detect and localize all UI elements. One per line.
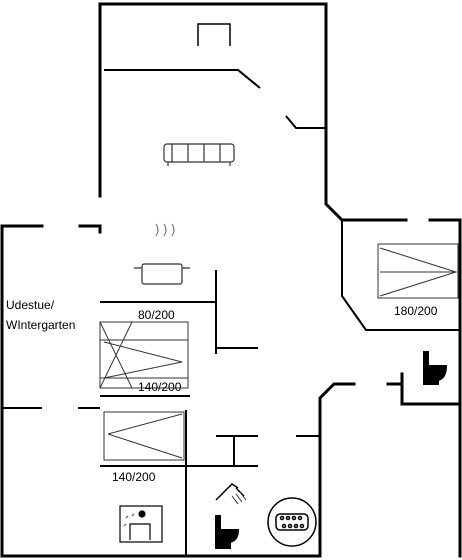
bed-size-label: 80/200 xyxy=(138,308,175,322)
bed-140-200-upper xyxy=(99,339,189,379)
bed-size-label: 140/200 xyxy=(138,380,182,394)
fireplace-icon xyxy=(197,23,231,46)
whirlpool-icon xyxy=(267,497,317,547)
interior-walls xyxy=(2,23,460,556)
room-label-line2: WIntergarten xyxy=(6,318,76,332)
sofa-icon xyxy=(163,143,235,166)
shower-icon xyxy=(215,483,247,505)
bed-180-200 xyxy=(377,243,459,299)
sauna-icon xyxy=(119,505,163,543)
bed-size-label: 140/200 xyxy=(112,470,156,484)
room-label-line1: Udestue/ xyxy=(6,298,55,312)
toilet-icon xyxy=(423,351,448,385)
bed-size-label: 180/200 xyxy=(394,304,438,318)
toilet-icon xyxy=(215,515,240,549)
bed-140-200-lower xyxy=(103,411,185,461)
kitchen-stove-icon xyxy=(134,223,190,285)
